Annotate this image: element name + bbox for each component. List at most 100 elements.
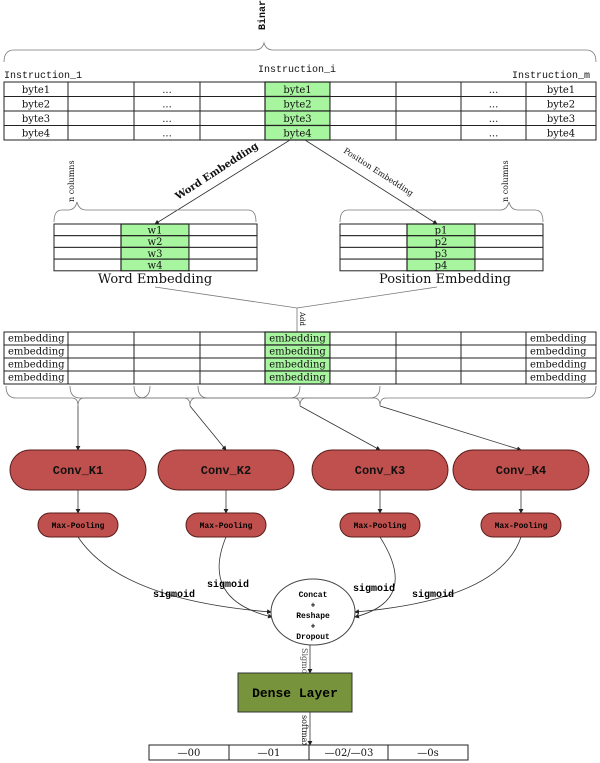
cell-text: w3 [148, 249, 163, 260]
table-cell [53, 235, 122, 248]
cell-text: byte4 [22, 129, 50, 140]
sigmoid-curve [218, 536, 273, 619]
table-cell [329, 110, 397, 126]
table-cell [67, 344, 135, 359]
table-cell [133, 344, 201, 359]
word-brace [53, 201, 257, 223]
table-cell [53, 258, 122, 272]
table-cell [329, 96, 397, 112]
instruction-first-label: Instruction_1 [4, 70, 82, 82]
concat-text: Concat [299, 591, 328, 600]
cell-text: ... [489, 85, 499, 96]
table-cell [395, 125, 462, 141]
table-cell [67, 125, 135, 141]
cell-text: byte4 [547, 129, 575, 140]
table-cell [188, 223, 258, 237]
cell-text: p4 [435, 261, 448, 272]
table-cell [395, 357, 462, 372]
cell-text: embedding [269, 347, 326, 358]
concat-text: Dropout [296, 633, 330, 642]
conv-label: Conv_K3 [355, 464, 405, 478]
table-cell [133, 370, 201, 385]
position-embedding-arrow-label: Position Embedding [342, 146, 415, 198]
sigmoid-label: sigmoid [207, 579, 249, 591]
sigmoid-label: sigmoid [353, 583, 395, 595]
n-columns-left: n columns [67, 160, 76, 202]
cell-text: p1 [435, 226, 448, 237]
cell-text: byte2 [283, 100, 311, 111]
cell-text: w2 [148, 237, 163, 248]
table-cell [329, 81, 397, 97]
kernel-brace [133, 385, 381, 407]
instruction-middle-label: Instruction_i [258, 64, 336, 76]
cell-text: embedding [8, 347, 65, 358]
word-embedding-arrow-label: Word Embedding [173, 141, 261, 203]
dense-layer [237, 672, 353, 713]
conv-label: Conv_K2 [201, 464, 251, 478]
table-cell [395, 331, 462, 346]
table-cell [188, 235, 258, 248]
dense-layer-label: Dense Layer [252, 686, 338, 701]
table-cell [474, 235, 544, 248]
cell-text: embedding [530, 334, 587, 345]
conv-label: Conv_K1 [53, 464, 103, 478]
table-cell [67, 357, 135, 372]
table-cell [474, 223, 544, 237]
sigmoid-curve [354, 536, 396, 619]
cell-text: byte2 [22, 100, 50, 111]
max-pooling-label: Max-Pooling [354, 522, 407, 531]
output-label: —02/—03 [325, 748, 374, 759]
table-cell [395, 96, 462, 112]
kernel-brace [5, 385, 151, 407]
table-cell [395, 110, 462, 126]
position-embedding-arrow [304, 139, 438, 225]
table-cell [188, 246, 258, 260]
cell-text: embedding [269, 373, 326, 384]
cell-text: byte1 [283, 85, 311, 96]
table-cell [339, 258, 408, 272]
table-cell [525, 125, 597, 141]
concat-node [270, 578, 356, 646]
cell-text: byte4 [283, 129, 311, 140]
position-brace [339, 201, 544, 223]
kernel-brace [197, 385, 597, 407]
binary-brace [3, 41, 597, 63]
table-cell [199, 110, 266, 126]
table-cell [339, 223, 408, 237]
cell-text: embedding [8, 334, 65, 345]
table-cell [199, 344, 266, 359]
kernel-arrow [189, 405, 227, 451]
cell-text: embedding [8, 373, 65, 384]
table-cell [395, 344, 462, 359]
table-cell [133, 357, 201, 372]
concat-text: + [311, 623, 316, 632]
table-cell [133, 331, 201, 346]
max-pooling-label: Max-Pooling [495, 522, 548, 531]
cell-text: embedding [8, 360, 65, 371]
cell-text: ... [162, 100, 172, 111]
cell-text: byte3 [283, 114, 311, 125]
table-cell [460, 331, 527, 346]
cell-text: embedding [530, 373, 587, 384]
conv-label: Conv_K4 [496, 464, 546, 478]
max-pooling-label: Max-Pooling [200, 522, 253, 531]
table-cell [339, 235, 408, 248]
table-cell [188, 258, 258, 272]
word-embedding-arrow [154, 139, 291, 225]
table-cell [329, 344, 397, 359]
add-label: Add [298, 311, 306, 327]
cell-text: byte1 [547, 85, 575, 96]
cell-text: ... [162, 85, 172, 96]
table-cell [460, 370, 527, 385]
embedding-table: embedding embedding embedding embedding embe… [3, 331, 597, 385]
table-cell [395, 81, 462, 97]
cell-text: ... [489, 114, 499, 125]
cell-text: byte2 [547, 100, 575, 111]
kernel-arrow [379, 405, 522, 452]
table-cell [199, 357, 266, 372]
cell-text: embedding [530, 360, 587, 371]
kernel-braces [5, 385, 597, 452]
binary-label: Binary [257, 0, 269, 30]
